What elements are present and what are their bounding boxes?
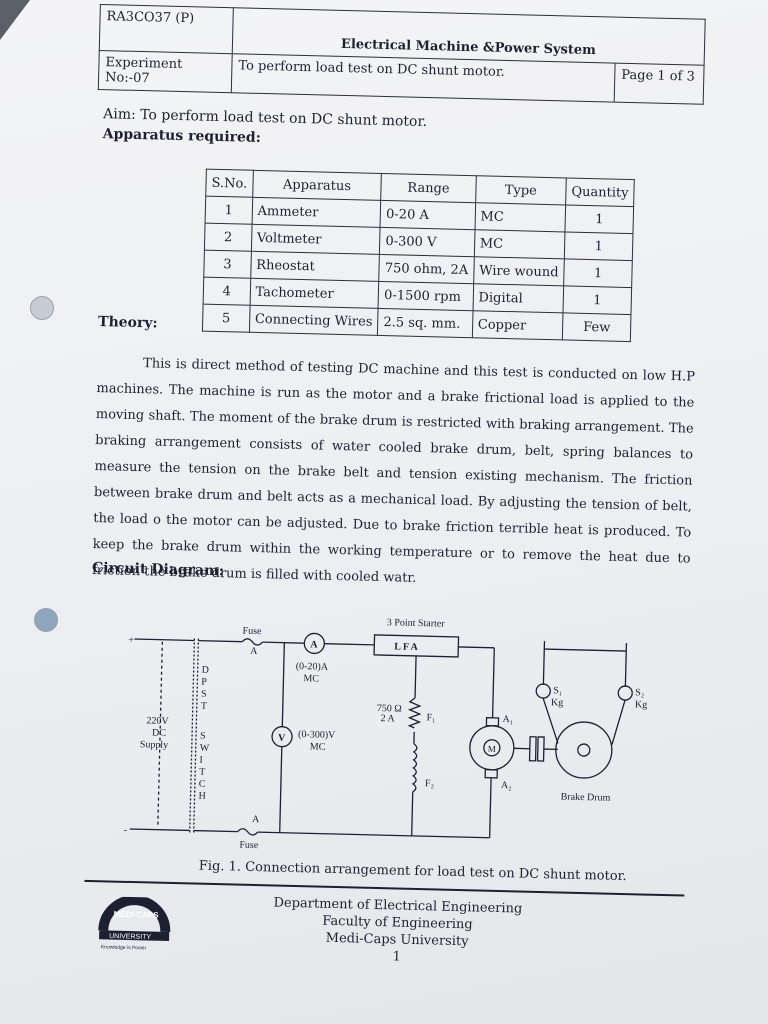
- switch-letter: T: [199, 767, 205, 778]
- cell: 1: [563, 258, 633, 288]
- cell: 1: [563, 285, 632, 315]
- circuit-diagram: + - 220V DC Supply D P S T S W I T C H F…: [124, 617, 648, 851]
- folded-corner: [0, 0, 30, 40]
- cell: 750 ohm, 2A: [378, 254, 475, 284]
- column-header: Apparatus: [252, 170, 382, 201]
- column-header: Quantity: [565, 177, 635, 207]
- brake-drum-label: Brake Drum: [561, 791, 611, 803]
- punch-hole: [34, 608, 58, 632]
- ammeter-range: (0-20)A: [296, 661, 329, 673]
- spring-balance-unit: Kg: [635, 699, 647, 710]
- motor-icon: M: [488, 744, 496, 754]
- cell: Rheostat: [250, 251, 380, 282]
- column-header: Type: [475, 175, 567, 205]
- switch-letter: C: [199, 779, 206, 790]
- experiment-title: To perform load test on DC shunt motor.: [231, 53, 616, 103]
- switch-letter: S: [200, 731, 206, 742]
- cell: MC: [474, 229, 566, 259]
- ammeter-icon: A: [310, 639, 318, 650]
- spring-balance-label: S₁: [553, 685, 562, 696]
- cell: 1: [565, 204, 634, 234]
- cell: 3: [203, 250, 252, 279]
- cell: Tachometer: [249, 278, 379, 309]
- fuse-label: Fuse: [239, 840, 259, 851]
- cell: 0-300 V: [379, 227, 475, 257]
- voltmeter-icon: V: [278, 733, 286, 744]
- terminal-label: A: [252, 814, 260, 825]
- dpst-letter: T: [201, 701, 207, 712]
- header-table: RA3CO37 (P) Electrical Machine &Power Sy…: [98, 4, 706, 105]
- cell: 1: [564, 231, 634, 261]
- theory-heading: Theory:: [97, 314, 158, 332]
- switch-letter: I: [199, 755, 203, 766]
- fuse-label: Fuse: [242, 626, 262, 637]
- terminal-label: A₁: [502, 714, 513, 725]
- dpst-letter: P: [201, 677, 207, 688]
- spring-balance-unit: Kg: [551, 697, 563, 708]
- experiment-label: Experiment No:-07: [98, 50, 233, 93]
- cell: Copper: [472, 310, 564, 340]
- voltmeter-range: MC: [310, 741, 326, 752]
- supply-label: DC: [152, 727, 166, 738]
- logo-tagline: Knowledge is Power: [101, 944, 147, 951]
- cell: 4: [203, 277, 251, 306]
- terminal-label: A: [250, 646, 258, 657]
- terminal-label: A₂: [501, 780, 512, 791]
- cell: Digital: [472, 283, 564, 313]
- starter-terminals: L F A: [394, 641, 419, 653]
- rheostat-label: 2 A: [380, 713, 395, 724]
- terminal-label: F₂: [425, 778, 434, 789]
- switch-letter: H: [198, 791, 206, 802]
- cell: 2.5 sq. mm.: [377, 308, 473, 338]
- dpst-letter: D: [202, 665, 210, 676]
- punch-hole: [30, 296, 54, 320]
- rheostat-label: 750 Ω: [377, 703, 402, 715]
- cell: 0-1500 rpm: [378, 281, 474, 311]
- university-logo: MEDI-CAPS UNIVERSITY Knowledge is Power: [98, 896, 171, 951]
- cell: MC: [474, 202, 566, 232]
- apparatus-heading: Apparatus required:: [102, 126, 262, 146]
- circuit-heading: Circuit Diagram:: [91, 559, 225, 580]
- logo-text: MEDI-CAPS: [114, 910, 160, 920]
- cell: Voltmeter: [251, 224, 381, 255]
- plus-sign: +: [128, 635, 134, 646]
- voltmeter-range: (0-300)V: [298, 729, 336, 741]
- cell: Ammeter: [251, 197, 381, 228]
- footer: Department of Electrical Engineering Fac…: [267, 894, 529, 968]
- cell: 2: [204, 223, 252, 252]
- terminal-label: F₁: [426, 712, 435, 723]
- cell: Few: [562, 312, 632, 342]
- switch-letter: W: [200, 743, 210, 754]
- page-label: Page 1 of 3: [614, 63, 705, 105]
- cell: 0-20 A: [380, 200, 476, 230]
- starter-label: 3 Point Starter: [387, 617, 446, 629]
- logo-band-text: UNIVERSITY: [109, 933, 151, 941]
- column-header: S.No.: [205, 169, 254, 198]
- page-content: 3 RA3CO37 (P) Electrical Machine &Power …: [75, 0, 720, 1024]
- cell: 5: [202, 304, 250, 333]
- minus-sign: -: [124, 825, 128, 836]
- supply-label: Supply: [140, 739, 169, 751]
- spring-balance-label: S₂: [635, 687, 644, 698]
- dpst-letter: S: [201, 689, 207, 700]
- apparatus-table: S.No. Apparatus Range Type Quantity 1 Am…: [202, 169, 635, 342]
- course-code: RA3CO37 (P): [99, 4, 234, 54]
- cell: Wire wound: [473, 256, 565, 286]
- column-header: Range: [380, 173, 476, 203]
- cell: 1: [205, 196, 253, 225]
- ammeter-range: MC: [303, 673, 319, 684]
- supply-label: 220V: [146, 715, 169, 727]
- cell: Connecting Wires: [249, 305, 379, 336]
- figure-caption: Fig. 1. Connection arrangement for load …: [198, 858, 627, 885]
